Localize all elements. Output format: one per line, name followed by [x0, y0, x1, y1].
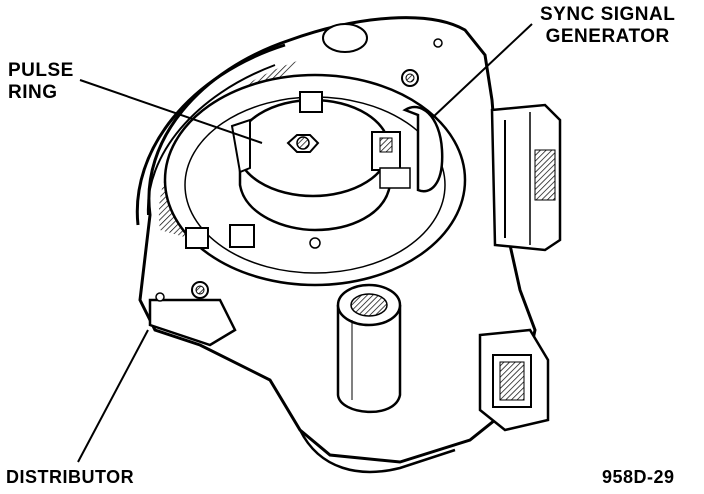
shaft-housing	[336, 283, 402, 414]
rim-rib-outer	[135, 43, 286, 226]
rim-rib-mid	[146, 64, 276, 216]
label-sync-line1: SYNC SIGNAL	[540, 4, 676, 25]
sync-sensor	[371, 105, 444, 193]
screw-upper-right	[401, 69, 419, 87]
pulse-ring-tab	[299, 91, 323, 113]
label-distributor: DISTRIBUTOR	[6, 467, 135, 487]
center-nut	[286, 134, 320, 153]
screw-left	[191, 281, 209, 299]
top-boss	[322, 23, 368, 53]
screw-center	[155, 237, 321, 302]
leader-distributor	[77, 329, 149, 463]
terminal-right	[229, 224, 255, 248]
label-pulse-ring-line2: RING	[8, 82, 58, 103]
figure-id: 958D-29	[602, 467, 675, 487]
front-connector	[478, 328, 550, 432]
housing-skirt	[298, 429, 456, 474]
label-pulse-ring: PULSE RING	[8, 60, 74, 104]
pulse-ring-shutter	[230, 118, 251, 174]
screw-top	[433, 38, 443, 48]
label-pulse-ring-line1: PULSE	[8, 60, 74, 81]
label-sync-line2: GENERATOR	[545, 26, 670, 47]
side-connector	[490, 103, 562, 252]
label-sync-signal-generator: SYNC SIGNAL GENERATOR	[540, 4, 675, 48]
leader-sync-generator	[431, 23, 533, 119]
leader-pulse-ring	[79, 79, 263, 144]
terminal-left	[185, 227, 209, 249]
housing-flange	[148, 298, 237, 347]
